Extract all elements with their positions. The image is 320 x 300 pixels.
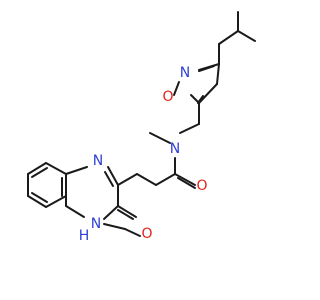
bond	[149, 132, 171, 144]
quinoxaline-nh-hydrogen-label: H	[79, 228, 90, 244]
bond	[104, 171, 114, 187]
bond	[216, 63, 220, 85]
bond	[117, 205, 137, 218]
bond	[65, 205, 85, 218]
bond	[190, 94, 200, 104]
bond	[174, 173, 196, 186]
bond	[103, 205, 119, 220]
bond	[107, 166, 119, 186]
carbonyl-oxygen-label: O	[196, 178, 207, 194]
structure-svg: N O N O N N H O	[27, 11, 256, 244]
molecule-diagram: N O N O N N H O	[27, 11, 256, 244]
quinoxaline-nh-label: N	[91, 216, 101, 232]
isoxazole-oxygen-label: O	[162, 89, 173, 105]
bond	[218, 30, 239, 45]
bond	[173, 81, 180, 96]
bond	[198, 65, 215, 72]
bond	[117, 173, 138, 186]
bond	[103, 223, 126, 230]
bond	[65, 166, 88, 175]
bond	[27, 195, 47, 208]
bond	[31, 167, 48, 178]
bond	[177, 177, 196, 189]
bond	[45, 195, 67, 208]
lactam-oxygen-label: O	[141, 226, 152, 242]
bond	[31, 192, 48, 203]
isoxazole-nitrogen-label: N	[180, 65, 190, 81]
bond	[136, 173, 157, 186]
bond	[117, 209, 134, 220]
bond	[237, 30, 256, 42]
bond	[155, 173, 176, 186]
bond	[45, 162, 67, 175]
bond	[124, 228, 141, 237]
bond	[27, 162, 47, 175]
bond	[179, 123, 200, 134]
amide-nitrogen-label: N	[170, 141, 180, 157]
quinoxaline-nitrogen-label: N	[93, 153, 103, 169]
bond	[198, 83, 218, 104]
